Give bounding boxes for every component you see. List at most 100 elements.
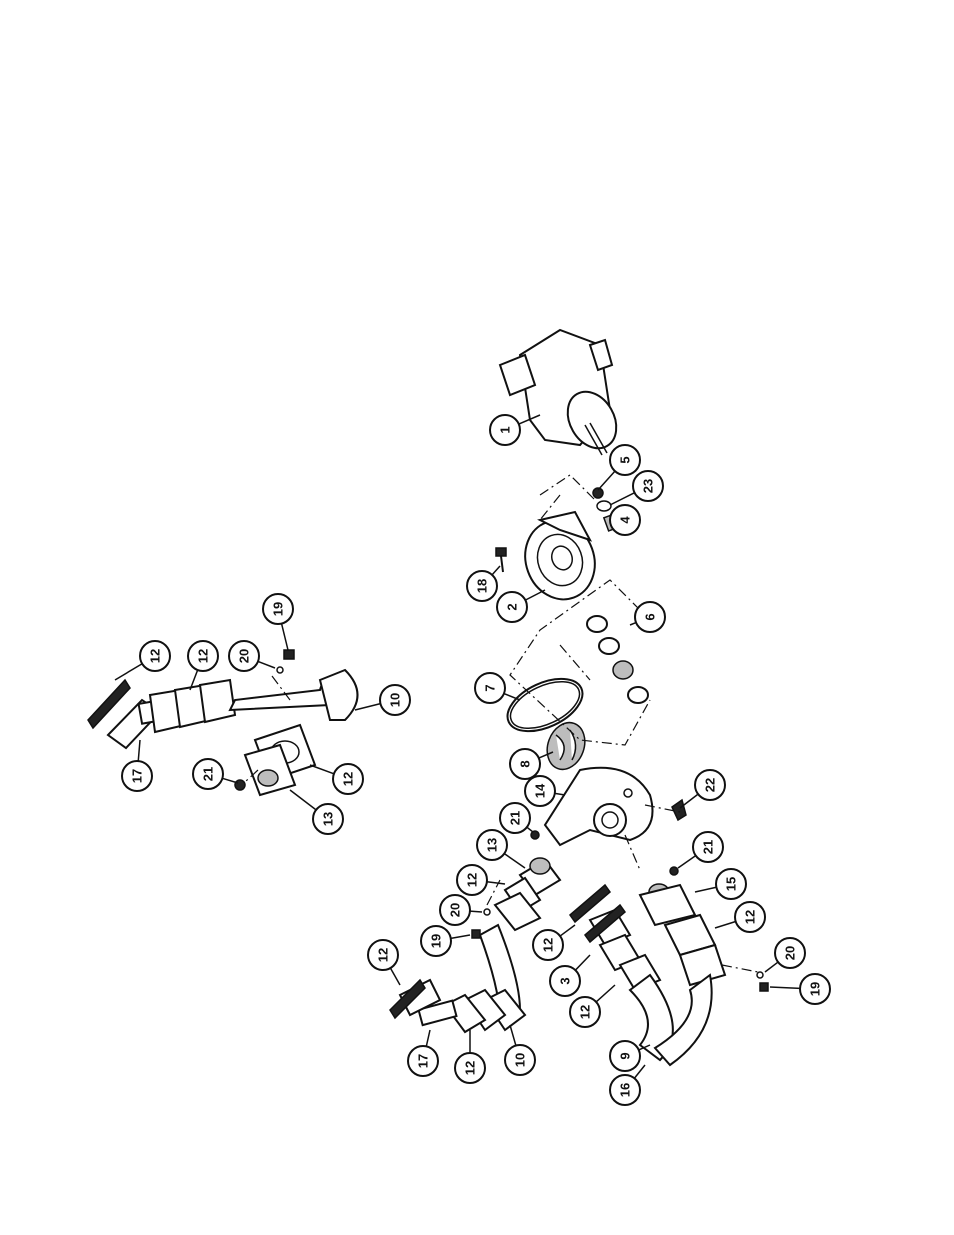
- callout-number: 12: [578, 1005, 593, 1019]
- callout-circle: [367, 939, 399, 971]
- adapter-bracket-part: [524, 510, 596, 601]
- callout-leader-line: [714, 920, 736, 929]
- callout-leader-line: [638, 1044, 651, 1051]
- callout-21: 21: [499, 802, 534, 834]
- callout-circle: [499, 802, 531, 834]
- callout-12: 12: [569, 984, 616, 1028]
- callout-circle: [609, 444, 641, 476]
- callout-circle: [509, 748, 541, 780]
- suction-pipe-part: [398, 876, 542, 1034]
- callout-leader-line: [389, 967, 401, 986]
- callout-20: 20: [439, 894, 483, 926]
- callout-13: 13: [289, 789, 344, 835]
- callout-leader-line: [137, 739, 141, 762]
- callout-leader-line: [538, 751, 554, 759]
- callout-number: 22: [703, 778, 718, 792]
- callout-leader-line: [677, 854, 697, 869]
- callout-12: 12: [367, 939, 401, 986]
- nut-21-right-part: [669, 866, 679, 876]
- callout-number: 17: [416, 1054, 431, 1068]
- callout-circle: [496, 591, 528, 623]
- callout-number: 12: [148, 649, 163, 663]
- callout-leader-line: [486, 881, 506, 885]
- callout-number: 16: [618, 1083, 633, 1097]
- callout-leader-line: [629, 621, 637, 626]
- callout-number: 19: [429, 934, 444, 948]
- callout-number: 23: [641, 479, 656, 493]
- callout-13: 13: [476, 829, 526, 869]
- callout-12: 12: [532, 924, 576, 961]
- callout-20: 20: [228, 640, 276, 672]
- callout-19: 19: [769, 973, 831, 1005]
- callout-leader-line: [425, 1029, 431, 1047]
- callout-14: 14: [524, 775, 566, 807]
- callout-circle: [692, 831, 724, 863]
- callout-number: 3: [558, 977, 573, 984]
- callout-circle: [715, 868, 747, 900]
- callout-number: 12: [465, 873, 480, 887]
- callout-23: 23: [609, 470, 664, 506]
- callout-circle: [524, 775, 556, 807]
- callout-18: 18: [466, 565, 501, 602]
- callout-20: 20: [764, 937, 806, 973]
- callout-number: 13: [321, 812, 336, 826]
- callout-circle: [332, 763, 364, 795]
- callout-circle: [734, 901, 766, 933]
- callout-number: 10: [388, 693, 403, 707]
- callout-8: 8: [509, 748, 554, 780]
- callout-leader-line: [609, 492, 635, 506]
- callout-leader-line: [450, 934, 471, 940]
- callout-leader-line: [679, 793, 699, 809]
- callout-number: 5: [618, 456, 633, 463]
- callout-circle: [379, 684, 411, 716]
- callout-number: 20: [448, 903, 463, 917]
- callout-9: 9: [609, 1040, 651, 1072]
- alternate-suction-assembly: [87, 649, 359, 797]
- callout-number: 15: [724, 877, 739, 891]
- callout-circle: [609, 1040, 641, 1072]
- callout-number: 6: [643, 613, 658, 620]
- callout-10: 10: [504, 1024, 536, 1076]
- callout-circle: [312, 803, 344, 835]
- callout-circle: [609, 1074, 641, 1106]
- callout-19: 19: [420, 925, 471, 957]
- callout-number: 17: [130, 769, 145, 783]
- callout-leader-line: [491, 565, 501, 576]
- callout-12: 12: [114, 640, 171, 681]
- callout-leader-line: [694, 886, 717, 893]
- callout-leader-line: [764, 961, 779, 973]
- callout-leader-line: [559, 924, 576, 937]
- callout-2: 2: [496, 589, 546, 623]
- callout-leader-line: [280, 623, 289, 651]
- callout-circle: [420, 925, 452, 957]
- callout-12: 12: [187, 640, 219, 691]
- callout-12: 12: [714, 901, 766, 933]
- wing-nut-part: [671, 798, 687, 822]
- callout-3: 3: [549, 954, 591, 997]
- callout-number: 21: [508, 811, 523, 825]
- callout-circle: [799, 973, 831, 1005]
- callout-number: 12: [376, 948, 391, 962]
- callout-4: 4: [609, 504, 641, 536]
- callout-21: 21: [677, 831, 724, 869]
- callout-leader-line: [524, 589, 546, 601]
- callout-leader-line: [518, 414, 541, 425]
- o-ring-part: [506, 677, 584, 733]
- assembly-centerlines: [486, 474, 759, 973]
- callout-circle: [504, 1044, 536, 1076]
- callout-leader-line: [309, 764, 335, 775]
- callout-number: 10: [513, 1053, 528, 1067]
- callout-leader-line: [509, 1024, 517, 1046]
- callout-circle: [774, 937, 806, 969]
- callout-number: 19: [271, 602, 286, 616]
- callout-12: 12: [309, 763, 364, 795]
- callout-leader-line: [289, 789, 317, 811]
- callout-circle: [694, 769, 726, 801]
- callout-leader-line: [595, 984, 616, 1003]
- callout-number: 9: [618, 1052, 633, 1059]
- callout-number: 2: [505, 603, 520, 610]
- callout-number: 21: [701, 840, 716, 854]
- callout-16: 16: [609, 1064, 646, 1106]
- callout-leader-line: [189, 669, 199, 691]
